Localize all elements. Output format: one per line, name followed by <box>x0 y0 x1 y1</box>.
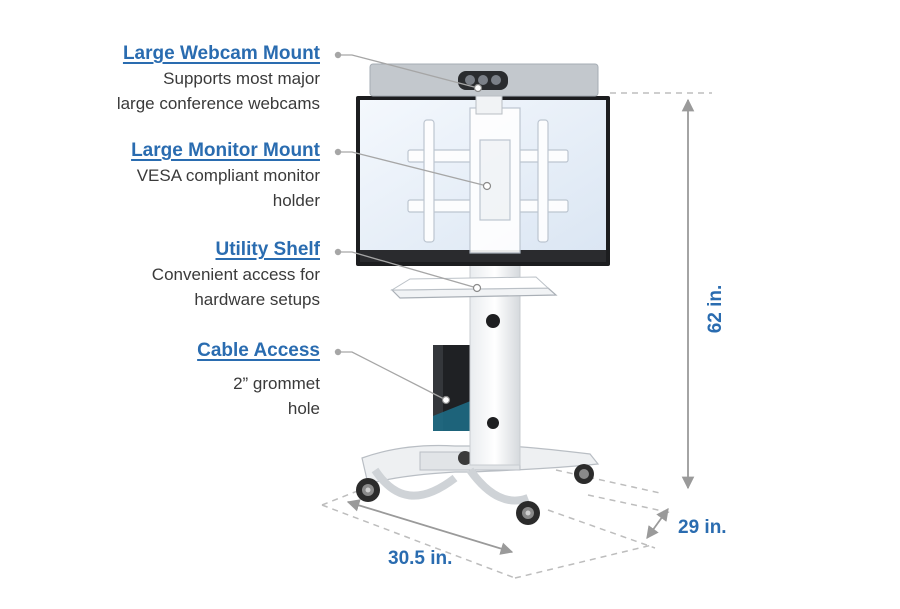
feature-utility-shelf: Utility Shelf Convenient access for hard… <box>152 238 320 312</box>
feature-description: VESA compliant monitor <box>136 166 320 185</box>
callout-lines <box>338 54 488 401</box>
feature-description: large conference webcams <box>116 94 320 113</box>
feature-description: holder <box>272 191 320 210</box>
feature-description: Convenient access for <box>151 265 320 284</box>
vesa-bracket <box>407 107 569 254</box>
width-dimension-label: 30.5 in. <box>388 548 453 569</box>
caster <box>516 501 540 525</box>
webcam <box>369 63 599 115</box>
feature-description: hardware setups <box>194 290 320 309</box>
feature-title: Large Webcam Mount <box>122 43 320 64</box>
caster <box>356 478 380 502</box>
cpu-tower <box>433 345 473 431</box>
feature-webcam-mount: Large Webcam Mount Supports most major l… <box>117 42 320 116</box>
callout-target <box>441 83 492 405</box>
feature-description: Supports most major <box>163 69 320 88</box>
depth-dimension-label: 29 in. <box>678 517 727 538</box>
caster <box>574 464 594 484</box>
feature-description: 2” grommet <box>233 374 320 393</box>
feature-monitor-mount: Large Monitor Mount VESA compliant monit… <box>131 139 320 213</box>
utility-shelf <box>390 276 558 299</box>
feature-title: Utility Shelf <box>215 239 320 260</box>
feature-description: hole <box>287 399 320 418</box>
feature-title: Large Monitor Mount <box>131 140 320 161</box>
height-dimension-label: 62 in. <box>705 284 726 334</box>
caster <box>458 451 472 465</box>
callout-dot-icon <box>334 51 342 356</box>
feature-title: Cable Access <box>197 340 320 361</box>
width-arrow-icon <box>346 499 514 555</box>
depth-arrow-icon <box>646 507 669 540</box>
feature-cable-access: Cable Access 2” grommet hole <box>197 339 320 421</box>
cable-access-grommet <box>486 314 500 429</box>
